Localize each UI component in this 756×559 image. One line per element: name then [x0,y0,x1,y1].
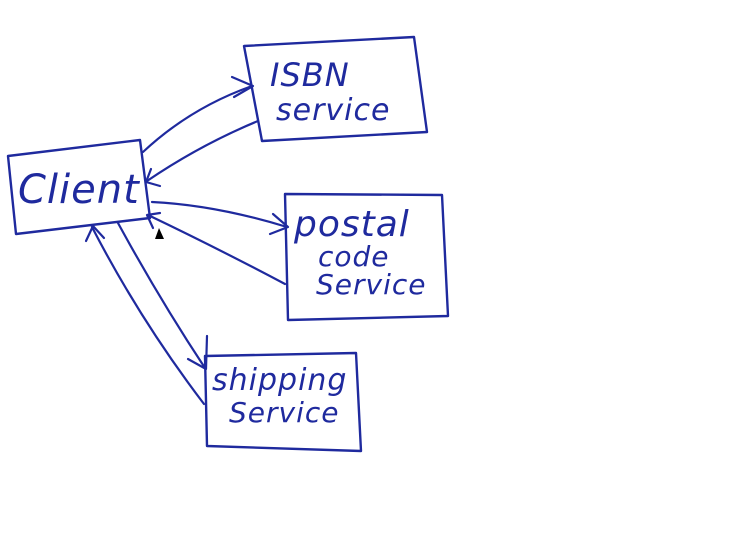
isbn-service-box [242,35,429,143]
edge-client-to-shipping [116,221,209,371]
postal-label: postal [293,204,410,245]
shipping-service-box [203,351,363,453]
client-box [6,138,152,236]
shipping-label: shipping [212,363,347,398]
edge-client-to-isbn [141,75,255,154]
edge-shipping-to-client [84,224,206,406]
isbn-service-label: service [276,93,390,128]
edge-client-to-postal [150,200,290,236]
code-label: code [318,240,390,273]
edge-isbn-to-client [144,119,260,188]
postal-service-label: Service [316,268,426,301]
mouse-pointer-icon [155,228,164,239]
shipping-service-label: Service [229,396,339,429]
postal-code-service-box [283,192,450,322]
edge-postal-to-client [145,211,287,286]
client-label: Client [18,167,140,213]
isbn-label: ISBN [270,56,350,94]
